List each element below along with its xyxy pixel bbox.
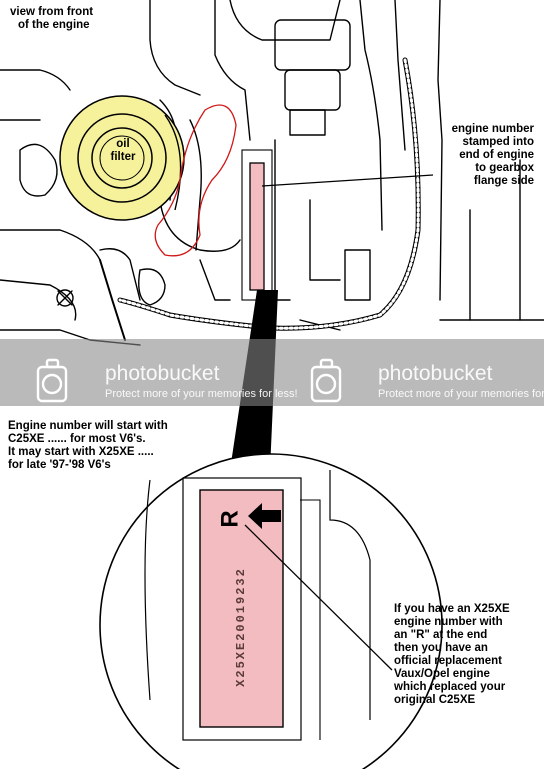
watermark-tagline: Protect more of your memories for less!: [378, 388, 544, 400]
oil-filter: [59, 95, 185, 221]
engine-number-plate: [249, 162, 265, 291]
note-engine-prefix: Engine number will start with C25XE ....…: [8, 420, 168, 471]
watermark: [0, 339, 544, 406]
watermark-tagline: Protect more of your memories for less!: [105, 388, 298, 400]
highlight-outline: [154, 104, 237, 257]
engine-drawing: [0, 0, 544, 346]
pointer-line: [261, 174, 434, 187]
magnified-view: [99, 453, 443, 769]
magnified-plate: [199, 489, 284, 728]
watermark-brand: photobucket: [105, 362, 220, 385]
stamp-code: X25XE20019232: [234, 567, 248, 687]
oil-filter-label: oil filter: [110, 138, 136, 163]
stamp-arrow: [248, 503, 281, 529]
stamp-letter: R: [216, 510, 244, 528]
engine-number-label: engine number stamped into end of engine…: [451, 123, 534, 187]
note-replacement-engine: If you have an X25XE engine number with …: [394, 603, 510, 706]
watermark-brand: photobucket: [378, 362, 493, 385]
view-label: view from front of the engine: [10, 6, 94, 31]
stamp-pointer-line: [244, 524, 393, 671]
watermark-band: [0, 339, 544, 406]
